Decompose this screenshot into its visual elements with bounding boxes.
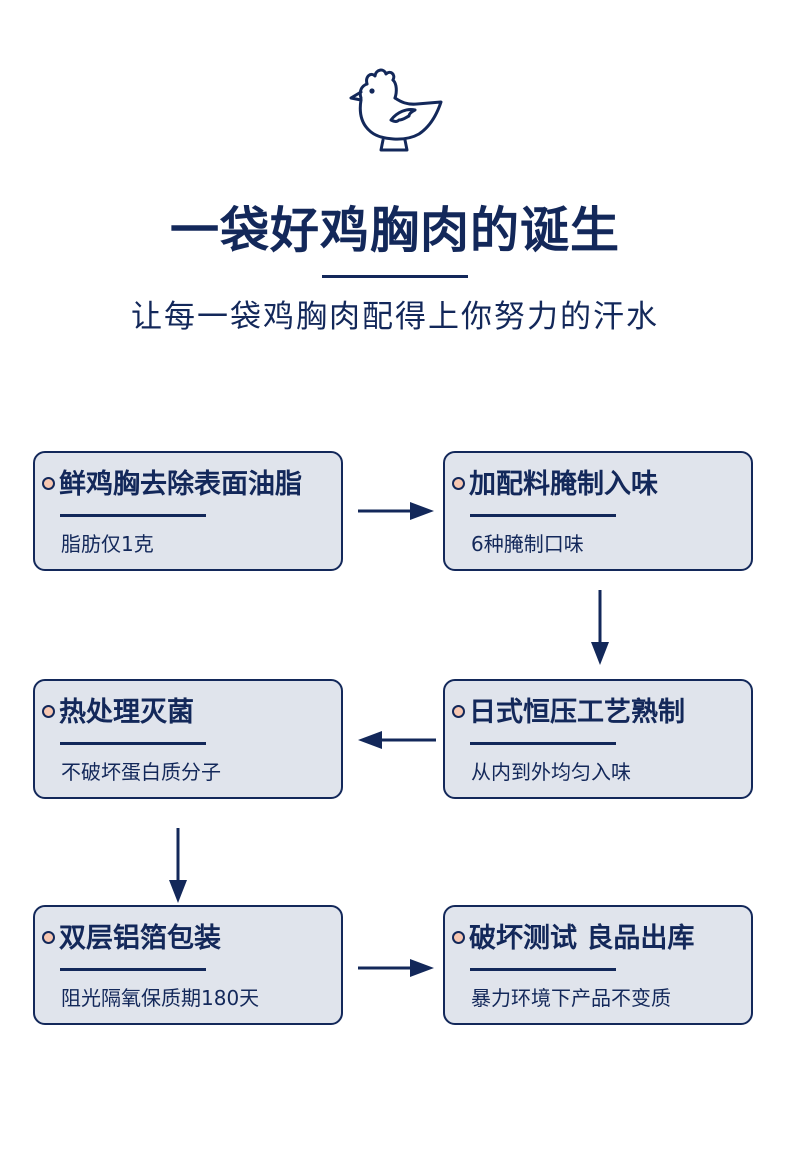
- bullet-dot-icon: [452, 705, 465, 718]
- page-title: 一袋好鸡胸肉的诞生: [169, 202, 620, 259]
- title-divider: [322, 275, 468, 278]
- step-divider: [60, 742, 206, 745]
- step-divider: [60, 514, 206, 517]
- bullet-dot-icon: [42, 705, 55, 718]
- step-divider: [470, 968, 616, 971]
- page-subtitle: 让每一袋鸡胸肉配得上你努力的汗水: [131, 299, 659, 335]
- step-description: 从内到外均匀入味: [471, 760, 631, 784]
- step-divider: [60, 968, 206, 971]
- arrow-right-icon: [358, 502, 434, 520]
- step-description: 暴力环境下产品不变质: [471, 986, 671, 1010]
- step-card-5: 双层铝箔包装 阻光隔氧保质期180天: [33, 905, 343, 1025]
- arrow-down-icon: [169, 828, 187, 903]
- step-title: 加配料腌制入味: [469, 469, 658, 500]
- bullet-dot-icon: [452, 477, 465, 490]
- step-card-2: 加配料腌制入味 6种腌制口味: [443, 451, 753, 571]
- step-card-6: 破坏测试 良品出库 暴力环境下产品不变质: [443, 905, 753, 1025]
- arrow-right-icon: [358, 959, 434, 977]
- step-divider: [470, 514, 616, 517]
- step-description: 阻光隔氧保质期180天: [61, 986, 260, 1010]
- chicken-bowl-icon: [349, 68, 443, 152]
- step-card-4: 热处理灭菌 不破坏蛋白质分子: [33, 679, 343, 799]
- bullet-dot-icon: [452, 931, 465, 944]
- step-divider: [470, 742, 616, 745]
- step-description: 不破坏蛋白质分子: [61, 760, 221, 784]
- step-title: 日式恒压工艺熟制: [469, 697, 685, 728]
- step-card-1: 鲜鸡胸去除表面油脂 脂肪仅1克: [33, 451, 343, 571]
- bullet-dot-icon: [42, 477, 55, 490]
- step-title: 破坏测试 良品出库: [469, 923, 695, 954]
- step-description: 脂肪仅1克: [61, 532, 154, 556]
- step-title: 鲜鸡胸去除表面油脂: [59, 469, 302, 500]
- step-title: 热处理灭菌: [59, 697, 194, 728]
- step-card-3: 日式恒压工艺熟制 从内到外均匀入味: [443, 679, 753, 799]
- arrow-down-icon: [591, 590, 609, 665]
- step-description: 6种腌制口味: [471, 532, 584, 556]
- arrow-left-icon: [358, 731, 436, 749]
- step-title: 双层铝箔包装: [59, 923, 221, 954]
- bullet-dot-icon: [42, 931, 55, 944]
